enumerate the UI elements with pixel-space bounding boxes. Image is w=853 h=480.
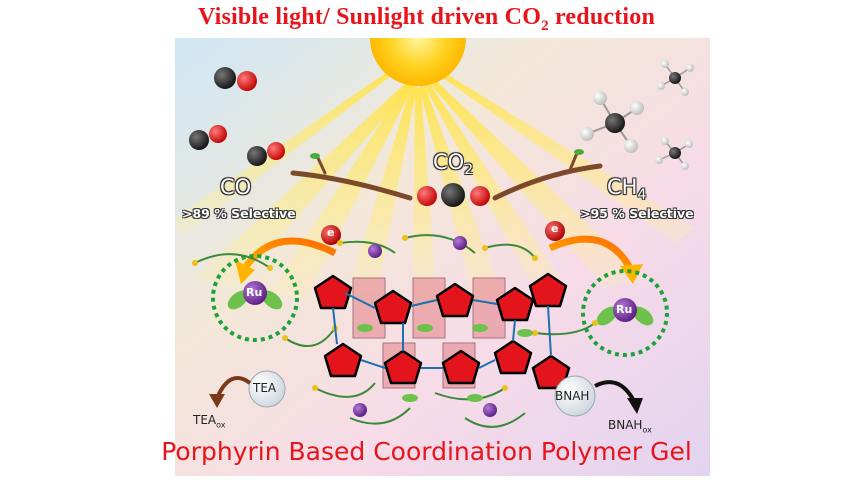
co-molecule-icon xyxy=(247,142,285,166)
figure-title: Visible light/ Sunlight driven CO2 reduc… xyxy=(197,4,656,34)
methane-molecule-icon xyxy=(657,60,694,96)
bnah-ox-label: BNAHox xyxy=(608,418,652,435)
electron-icon xyxy=(545,221,565,241)
tea-label: TEA xyxy=(253,381,277,395)
co2-label: CO2 xyxy=(433,150,474,179)
linker-beads xyxy=(192,235,598,391)
branch-right xyxy=(492,151,603,201)
branch-left xyxy=(290,154,413,201)
tea-oxidation-arrow xyxy=(215,376,252,399)
tea-ox-label: TEAox xyxy=(193,413,226,430)
electron-label: e xyxy=(551,222,559,235)
electron-label: e xyxy=(327,226,335,239)
electron-transfer-arrow-left xyxy=(242,237,337,271)
co-selectivity-label: >89 % Selective xyxy=(182,206,296,221)
sun-icon xyxy=(370,38,466,86)
ru-label: Ru xyxy=(246,286,263,299)
ch4-product-label: CH4 xyxy=(607,175,647,204)
ru-attached-spheres xyxy=(353,236,497,417)
methane-molecule-icon xyxy=(655,137,693,170)
leaf-icon xyxy=(310,153,320,159)
illustration-panel: CO2 CO >89 % Selective CH4 >95 % Selecti… xyxy=(175,38,710,476)
ru-complex-right xyxy=(581,269,669,357)
co2-molecule-icon xyxy=(417,183,490,207)
co-molecule-icon xyxy=(214,67,257,91)
tea-bubble xyxy=(248,370,286,408)
electron-transfer-arrow-right xyxy=(548,235,634,270)
sun-rays xyxy=(175,68,695,308)
figure-footer-title: Porphyrin Based Coordination Polymer Gel xyxy=(161,437,692,466)
ch4-selectivity-label: >95 % Selective xyxy=(580,206,694,221)
scheme-graphic xyxy=(175,38,710,476)
bnah-bubble xyxy=(554,375,596,417)
bnah-label: BNAH xyxy=(555,389,590,403)
co-molecule-icon xyxy=(189,125,227,150)
ru-label: Ru xyxy=(616,303,633,316)
methane-molecule-icon xyxy=(580,91,644,153)
porphyrin-framework xyxy=(313,272,571,402)
co-product-label: CO xyxy=(220,175,252,199)
leaf-icon xyxy=(574,149,584,155)
ru-complex-left xyxy=(211,254,299,342)
electron-icon xyxy=(321,225,341,245)
